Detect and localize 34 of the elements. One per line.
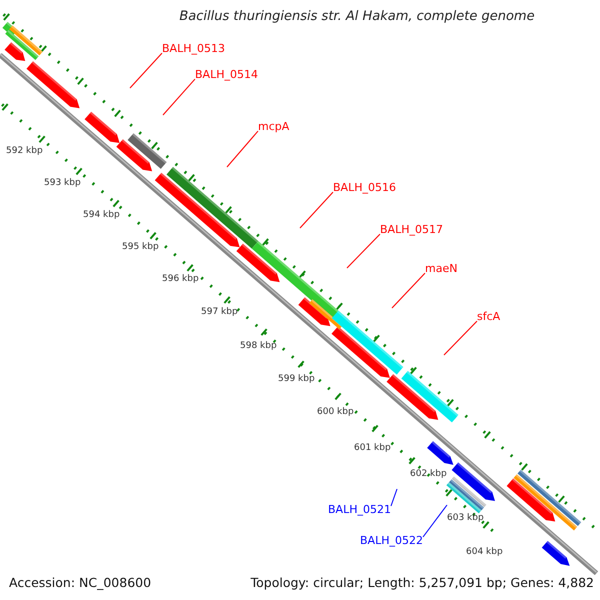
leader-line (390, 488, 398, 506)
tick-label: 597 kbp (201, 308, 238, 317)
gene-name-label: BALH_0517 (380, 224, 443, 236)
leader-line (300, 192, 334, 228)
tick-label: 598 kbp (240, 342, 277, 351)
gene-name-label: mcpA (258, 121, 290, 134)
leader-line (392, 272, 426, 308)
leader-line (346, 234, 380, 268)
accession-text: Accession: NC_008600 (9, 577, 152, 590)
tick-label: 596 kbp (162, 275, 199, 284)
leader-line (130, 52, 162, 88)
genome-stats-text: Topology: circular; Length: 5,257,091 bp; Genes: 4,882 (250, 577, 594, 590)
leader-line (444, 320, 478, 356)
tick-label: 601 kbp (354, 444, 391, 453)
gene-name-label: BALH_0521 (328, 504, 391, 516)
tick-label: 603 kbp (447, 514, 484, 523)
gene-name-label: BALH_0516 (333, 182, 396, 194)
tick-label: 595 kbp (122, 243, 159, 252)
tick-label: 592 kbp (6, 147, 43, 156)
tick-label: 600 kbp (317, 408, 354, 417)
leader-line (422, 504, 448, 538)
tick-label: 599 kbp (278, 375, 315, 384)
tick-label: 604 kbp (466, 548, 503, 557)
tick-label: 602 kbp (410, 470, 447, 479)
leader-line (226, 130, 258, 168)
tick-label: 594 kbp (83, 211, 120, 220)
gene-name-label: BALH_0522 (360, 535, 423, 548)
gene-name-label: BALH_0513 (162, 43, 225, 56)
gene-name-label: BALH_0514 (195, 69, 258, 82)
gene-name-label: maeN (425, 263, 458, 276)
gene-name-label: sfcA (477, 311, 500, 324)
leader-line (162, 78, 196, 116)
genome-title: Bacillus thuringiensis str. Al Hakam, complete genome (178, 10, 536, 23)
tick-label: 593 kbp (44, 179, 81, 188)
